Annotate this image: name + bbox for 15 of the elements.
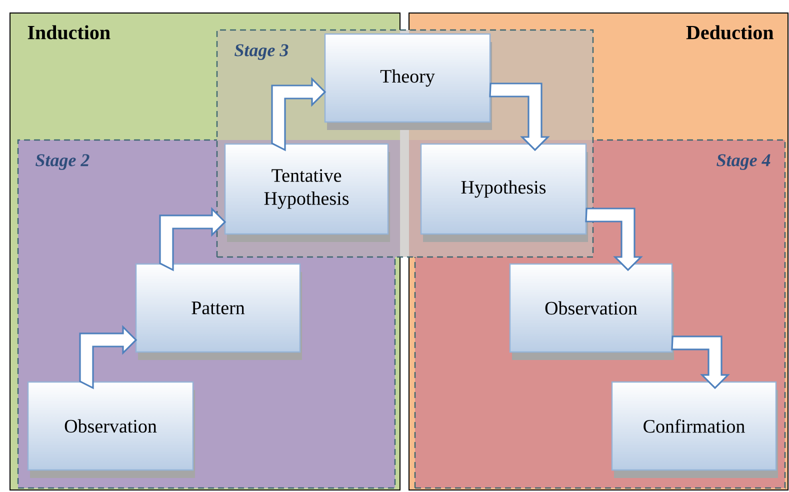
stage-label: Stage 3 — [234, 44, 288, 60]
process-box: Theory — [324, 33, 492, 130]
block-arrow — [585, 208, 643, 272]
stage-label: Stage 4 — [716, 154, 770, 170]
process-box: Tentative Hypothesis — [224, 143, 390, 242]
block-arrow — [671, 336, 730, 390]
panel-title: Deduction — [686, 25, 774, 40]
process-box: Observation — [27, 381, 195, 478]
process-box: Observation — [509, 263, 674, 360]
process-box: Confirmation — [611, 381, 778, 478]
process-box: Pattern — [135, 263, 302, 360]
block-arrow — [489, 82, 550, 152]
stage-label: Stage 2 — [36, 154, 90, 170]
process-box: Hypothesis — [420, 143, 588, 242]
panel-title: Induction — [28, 25, 110, 40]
